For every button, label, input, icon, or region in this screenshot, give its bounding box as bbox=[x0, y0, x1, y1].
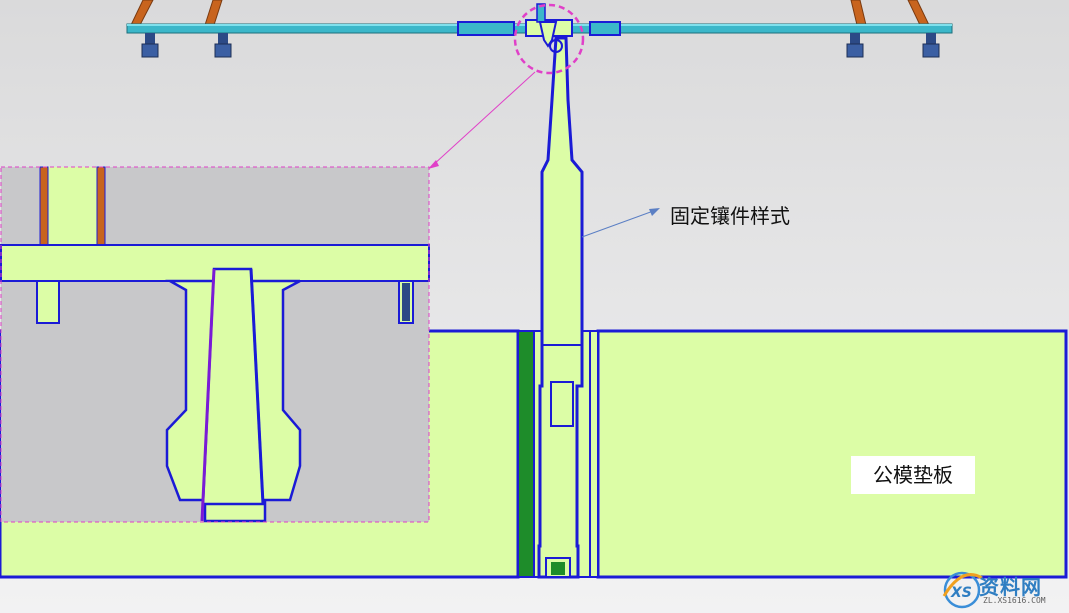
rail-block-left bbox=[457, 21, 515, 36]
watermark-logo-swoosh bbox=[942, 573, 983, 597]
callout-leader-line bbox=[431, 71, 536, 167]
watermark-logo: XS bbox=[942, 571, 983, 609]
watermark-brand: 资料网 bbox=[979, 575, 1042, 599]
core-plate-right bbox=[596, 329, 1068, 579]
green-sleeve-wall bbox=[517, 330, 535, 578]
inset-stem-edge-right bbox=[96, 166, 106, 246]
insert-leader bbox=[581, 208, 660, 238]
callout-leader bbox=[428, 71, 536, 169]
insert-body bbox=[537, 36, 584, 579]
label-core-plate: 公模垫板 bbox=[851, 456, 975, 494]
detail-inset bbox=[0, 166, 430, 523]
label-insert-style: 固定镶件样式 bbox=[670, 204, 790, 228]
watermark-logo-text: XS bbox=[950, 585, 972, 601]
inset-border bbox=[0, 166, 430, 523]
watermark: 资料网 ZL.XS1616.COM bbox=[935, 571, 1063, 609]
rail-block-right bbox=[589, 21, 621, 36]
insert-head-ring bbox=[549, 39, 563, 53]
inset-taper-left bbox=[200, 268, 216, 522]
watermark-logo-ring bbox=[943, 571, 981, 609]
inset-tab-right-shade bbox=[402, 283, 410, 321]
callout-leader-arrowhead bbox=[428, 160, 439, 169]
insert-leader-arrowhead bbox=[649, 208, 660, 216]
watermark-url: ZL.XS1616.COM bbox=[983, 596, 1046, 605]
callout-circle bbox=[513, 3, 585, 75]
fixed-insert bbox=[537, 21, 584, 579]
bolt-3 bbox=[846, 33, 864, 58]
inset-stem-edge-left bbox=[39, 166, 49, 246]
insert-base-block bbox=[550, 381, 574, 427]
insert-green-pad bbox=[551, 562, 565, 575]
inset-tab-left bbox=[36, 280, 60, 324]
inset-stem bbox=[40, 167, 104, 247]
top-rail-assembly bbox=[126, 0, 953, 58]
bolt-2 bbox=[214, 33, 232, 58]
inset-taper-right bbox=[249, 268, 265, 505]
insert-leader-line bbox=[581, 209, 657, 238]
bolt-1 bbox=[141, 33, 159, 58]
bolt-4 bbox=[922, 33, 940, 58]
pocket-wall-right bbox=[589, 330, 599, 578]
